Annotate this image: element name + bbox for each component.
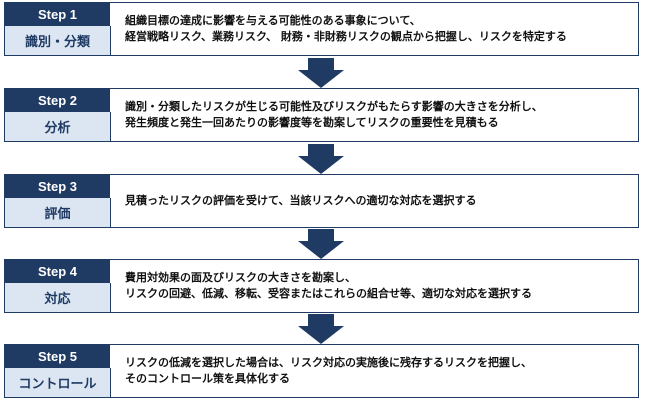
step-2-number: Step 2 <box>5 89 110 112</box>
step-4-description: 費用対効果の面及びリスクの大きさを勘案し、 リスクの回避、低減、移転、受容または… <box>125 260 630 312</box>
step-3-line-1: 見積ったリスクの評価を受けて、当該リスクへの適切な対応を選択する <box>125 194 477 207</box>
step-2-line-1: 識別・分類したリスクが生じる可能性及びリスクがもたらす影響の大きさを分析し、 <box>125 100 543 113</box>
step-1-box: Step 1 識別・分類 組織目標の達成に影響を与える可能性のある事象について、… <box>4 2 639 56</box>
step-4-line-2: リスクの回避、低減、移転、受容またはこれらの組合せ等、適切な対応を選択する <box>125 287 532 300</box>
step-2-line-2: 発生頻度と発生一回あたりの影響度等を勘案してリスクの重要性を見積もる <box>125 116 499 129</box>
down-arrow-2 <box>298 144 344 174</box>
step-1-number: Step 1 <box>5 3 110 26</box>
down-arrow-4 <box>298 314 344 344</box>
step-1-line-1: 組織目標の達成に影響を与える可能性のある事象について、 <box>125 14 421 27</box>
step-5-line-2: そのコントロール策を具体化する <box>125 372 290 385</box>
step-3-description: 見積ったリスクの評価を受けて、当該リスクへの適切な対応を選択する <box>125 175 630 227</box>
step-5-label: コントロール <box>5 368 111 397</box>
down-arrow-1 <box>298 58 344 88</box>
step-5-box: Step 5 コントロール リスクの低減を選択した場合は、リスク対応の実施後に残… <box>4 344 639 398</box>
step-2-box: Step 2 分析 識別・分類したリスクが生じる可能性及びリスクがもたらす影響の… <box>4 88 639 142</box>
step-5-line-1: リスクの低減を選択した場合は、リスク対応の実施後に残存するリスクを把握し、 <box>125 356 532 369</box>
step-3-number: Step 3 <box>5 175 110 198</box>
step-2-label: 分析 <box>5 112 111 141</box>
step-3-label: 評価 <box>5 198 111 227</box>
step-5-number: Step 5 <box>5 345 110 368</box>
step-2-description: 識別・分類したリスクが生じる可能性及びリスクがもたらす影響の大きさを分析し、 発… <box>125 89 630 141</box>
step-1-line-2: 経営戦略リスク、業務リスク、 財務・非財務リスクの観点から把握し、リスクを特定す… <box>125 30 567 43</box>
step-4-number: Step 4 <box>5 260 110 283</box>
step-4-line-1: 費用対効果の面及びリスクの大きさを勘案し、 <box>125 271 356 284</box>
step-5-description: リスクの低減を選択した場合は、リスク対応の実施後に残存するリスクを把握し、 その… <box>125 345 630 397</box>
down-arrow-3 <box>298 229 344 259</box>
step-4-box: Step 4 対応 費用対効果の面及びリスクの大きさを勘案し、 リスクの回避、低… <box>4 259 639 313</box>
step-4-label: 対応 <box>5 283 111 312</box>
step-3-box: Step 3 評価 見積ったリスクの評価を受けて、当該リスクへの適切な対応を選択… <box>4 174 639 228</box>
step-1-description: 組織目標の達成に影響を与える可能性のある事象について、 経営戦略リスク、業務リス… <box>125 3 630 55</box>
step-1-label: 識別・分類 <box>5 26 111 55</box>
